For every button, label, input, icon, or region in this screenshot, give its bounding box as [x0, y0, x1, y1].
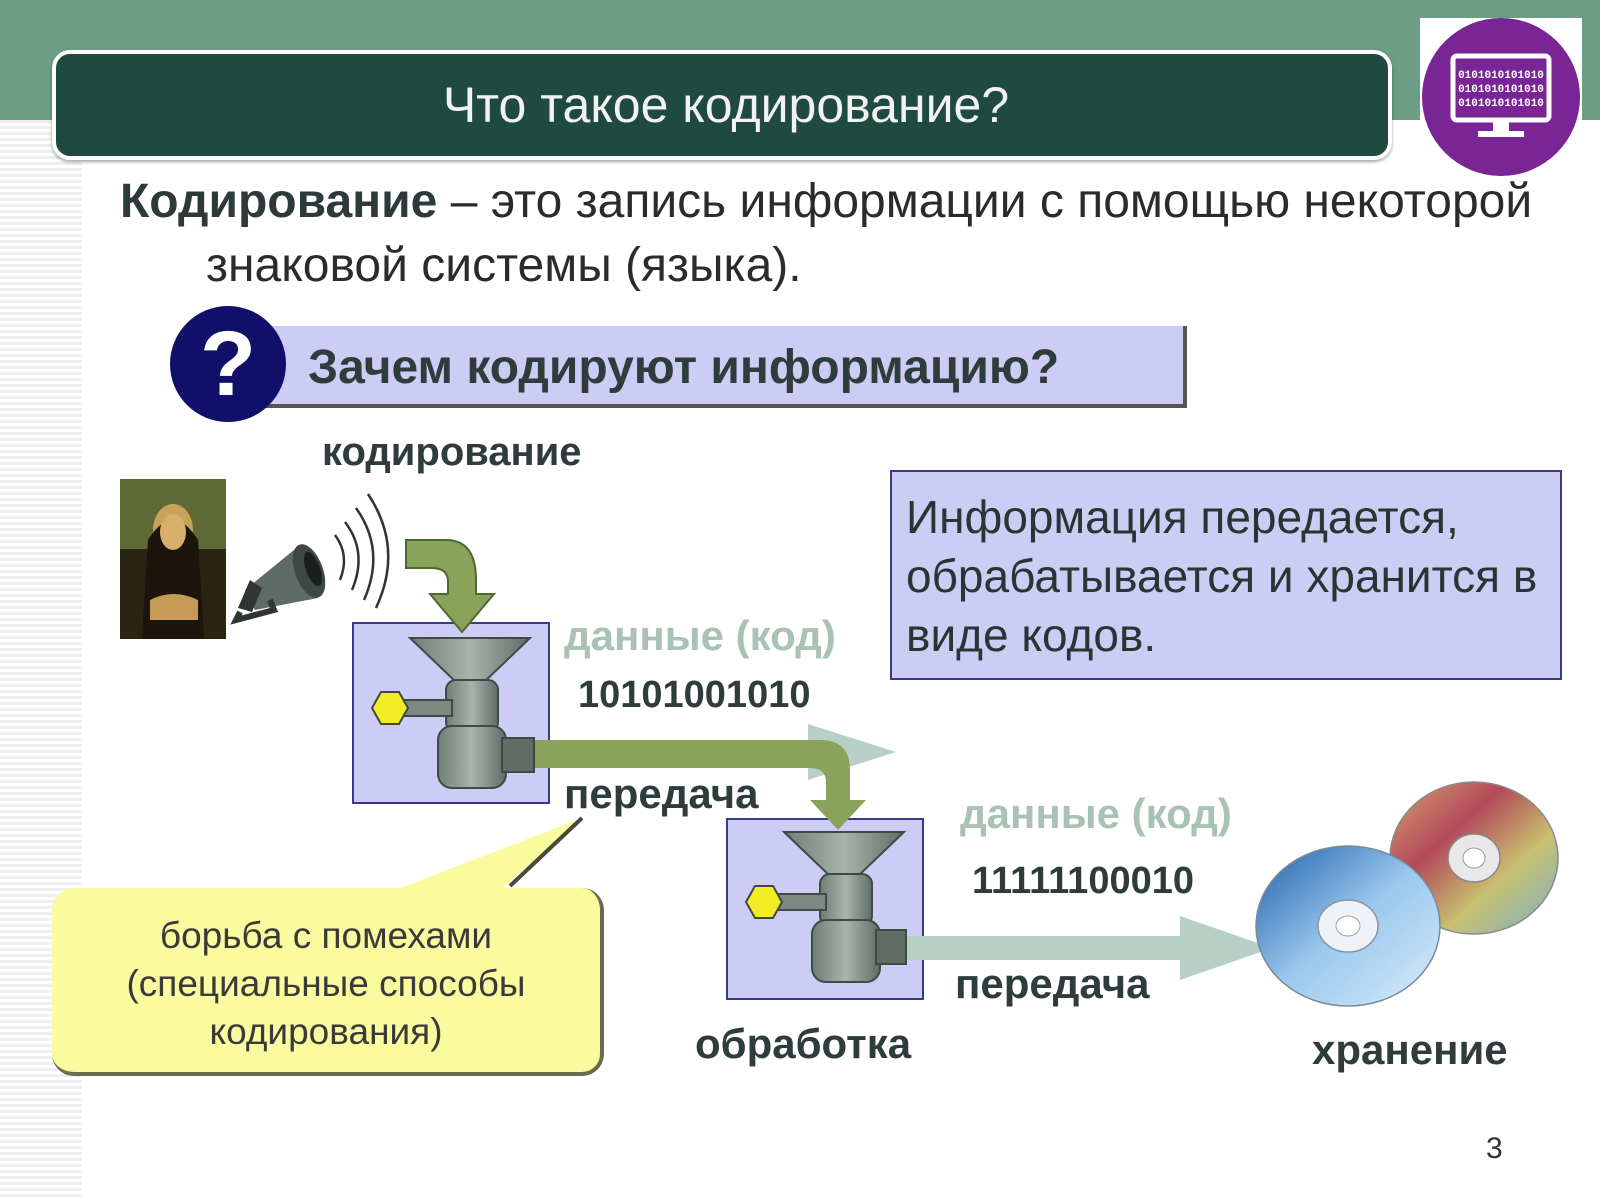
question-bar	[252, 326, 1187, 408]
mona-lisa-image	[120, 479, 226, 639]
data-label-1: данные (код)	[564, 612, 836, 659]
meat-grinder-icon	[744, 831, 907, 983]
arrow-transfer-1	[530, 724, 896, 830]
svg-text:0101010101010: 0101010101010	[1458, 70, 1544, 82]
transfer-label-2: передача	[955, 960, 1150, 1007]
callout-tail	[390, 816, 584, 892]
arrow-transfer-2	[904, 916, 1272, 980]
slide-title: Что такое кодирование?	[442, 77, 1010, 133]
callout-line-2: (специальные способы	[126, 963, 526, 1004]
megaphone-icon	[230, 493, 390, 625]
callout-line-3: кодирования)	[209, 1011, 443, 1052]
storage-label: хранение	[1312, 1026, 1508, 1073]
svg-text:0101010101010: 0101010101010	[1458, 84, 1544, 96]
processing-label: обработка	[695, 1020, 912, 1067]
arrow-encode-in	[405, 539, 497, 634]
data-label-2: данные (код)	[960, 790, 1232, 837]
logo-circle: 0101010101010 0101010101010 010101010101…	[1422, 18, 1580, 176]
page-number: 3	[1486, 1132, 1503, 1165]
definition-text: – это запись информации с помощью некото…	[206, 175, 1533, 292]
definition: Кодирование – это запись информации с по…	[120, 170, 1546, 298]
question-mark-icon: ?	[170, 306, 286, 422]
question-text: Зачем кодируют информацию?	[308, 341, 1060, 394]
meat-grinder-icon	[370, 637, 535, 789]
definition-term: Кодирование	[120, 175, 438, 228]
encoding-label: кодирование	[322, 430, 582, 474]
info-box: Информация передается, обрабатывается и …	[890, 470, 1562, 680]
transfer-label-1: передача	[564, 770, 759, 817]
computer-monitor-icon: 0101010101010 0101010101010 010101010101…	[1450, 53, 1552, 137]
code-1: 10101001010	[578, 674, 811, 716]
code-2: 11111100010	[972, 860, 1194, 902]
callout-line-1: борьба с помехами	[159, 915, 493, 956]
title-bar: Что такое кодирование?	[52, 50, 1392, 160]
disc-icon	[1255, 845, 1441, 1007]
svg-text:0101010101010: 0101010101010	[1458, 98, 1544, 110]
callout-box: борьба с помехами (специальные способы к…	[52, 888, 604, 1076]
